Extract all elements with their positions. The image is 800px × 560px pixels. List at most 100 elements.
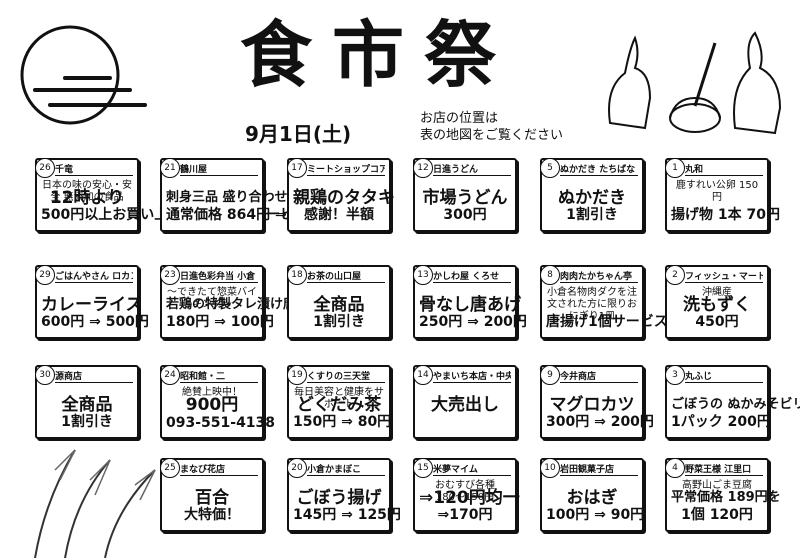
shop-name: まなび花店 [180, 462, 258, 476]
card-main-text: 大売出し [431, 395, 499, 415]
card-number: 18 [287, 265, 307, 285]
card-price: 600円 ⇒ 500円 [41, 314, 149, 330]
card-line: 鹿すれい公卵 150円 [675, 180, 759, 203]
card-price: 1個 120円 [681, 507, 753, 523]
card-main-text: ⇒120円均一 [419, 488, 520, 508]
card-main-text: 全商品 [61, 395, 113, 415]
card-number: 25 [160, 458, 180, 478]
card-main-text: 全商品 [313, 295, 365, 315]
card-line: 沖縄産 [702, 287, 732, 298]
card-number: 2 [665, 265, 685, 285]
card-main-text: 親鶏のタタキ [293, 188, 395, 208]
event-date: 9月1日(土) [245, 122, 352, 146]
card-number: 26 [35, 158, 55, 178]
shop-name: 小倉かまぼこ [307, 462, 385, 476]
card-price: 感謝！半額 [304, 207, 374, 223]
card-number: 19 [287, 365, 307, 385]
shop-name: ごはんやさん ロカンタ [55, 269, 133, 283]
shop-name: 米夢マイム [433, 462, 511, 476]
shop-name: ぬかだき たちばな [560, 162, 638, 176]
card-main-text: 百合 [195, 488, 229, 508]
card-number: 13 [413, 265, 433, 285]
card-price: 通常価格 864円 ⇒ 700円 [166, 207, 335, 223]
card-price: ⇒170円 [437, 507, 493, 523]
shop-name: 肉肉たかちゃん亭 [560, 269, 638, 283]
card-price: 100円 ⇒ 90円 [546, 507, 645, 523]
card-main-text: 平常価格 189円を [671, 490, 781, 505]
card-line: おむすび各種 180〜150円 [435, 480, 495, 503]
shop-name: 千竜 [55, 162, 133, 176]
shop-name: 今井商店 [560, 369, 638, 383]
card-main-text: 12時より [49, 188, 125, 208]
card-line: 〜できたて惣菜バイキング〜 [167, 287, 257, 310]
card-main-text: 骨なし唐あげ [419, 295, 521, 315]
card-price: 180円 ⇒ 100円 [166, 314, 274, 330]
card-number: 17 [287, 158, 307, 178]
card-main-text: 市場うどん [422, 188, 508, 208]
card-price: 450円 [695, 314, 739, 330]
card-number: 30 [35, 365, 55, 385]
card-number: 10 [540, 458, 560, 478]
shop-name: フィッシュ・マート [685, 269, 763, 283]
card-main-text: どくだみ茶 [296, 395, 382, 415]
card-price: 1割引き [61, 414, 113, 430]
shop-name: 丸ふじ [685, 369, 763, 383]
shop-name: 鶴川屋 [180, 162, 258, 176]
card-line: 日本の味の安心・安全 無添加の食品 [42, 180, 132, 203]
rabbits-illustration [608, 31, 782, 135]
shop-name: 岩田観菓子店 [560, 462, 638, 476]
card-main-text: おはぎ [566, 488, 618, 508]
card-line: 毎日美容と健康をサポート [294, 387, 384, 410]
moon-illustration [20, 25, 147, 125]
card-number: 5 [540, 158, 560, 178]
card-number: 3 [665, 365, 685, 385]
card-price: 500円以上お買い上げのお客様にサービスあり [41, 204, 336, 224]
card-number: 4 [665, 458, 685, 478]
card-price: 250円 ⇒ 200円 [419, 314, 527, 330]
card-number: 14 [413, 365, 433, 385]
card-main-text: 刺身三品 盛り合わせ [166, 190, 288, 205]
shop-name: ミートショップコア [307, 162, 385, 176]
shop-name: 丸和 [685, 162, 763, 176]
card-main-text: 洗もずく [683, 295, 751, 315]
shop-name: 日進色彩弁当 小倉 味久 [180, 269, 258, 283]
card-number: 29 [35, 265, 55, 285]
card-price: 150円 ⇒ 80円 [293, 414, 392, 430]
card-main-text: 900円 [185, 395, 239, 415]
card-number: 9 [540, 365, 560, 385]
shop-name: 昭和館・二 [180, 369, 258, 383]
card-price: 揚げ物 1本 70円 [671, 207, 780, 223]
card-price: 300円 [443, 207, 487, 223]
card-line: 小倉名物肉ダクを注文された方に限りおにぎり1皿 [547, 287, 637, 322]
card-number: 20 [287, 458, 307, 478]
shop-name: くすりの三天堂 [307, 369, 385, 383]
card-number: 21 [160, 158, 180, 178]
shop-name: かしわ屋 くろせ [433, 269, 511, 283]
note-line-2: 表の地図をご覧ください [420, 128, 564, 143]
card-line: 高野山ごま豆腐 [682, 480, 752, 491]
card-price: 145円 ⇒ 125円 [293, 507, 401, 523]
card-main-text: 若鶏の特製タレ漬け唐揚げ [166, 297, 323, 312]
grass-illustration [34, 449, 156, 558]
card-number: 15 [413, 458, 433, 478]
card-price: 1割引き [566, 207, 618, 223]
card-number: 24 [160, 365, 180, 385]
card-price: 唐揚げ1個サービス！！ [546, 314, 696, 330]
card-number: 1 [665, 158, 685, 178]
shop-name: やまいち本店・中央店 [433, 369, 511, 383]
card-price: 093-551-4138 [166, 415, 276, 431]
